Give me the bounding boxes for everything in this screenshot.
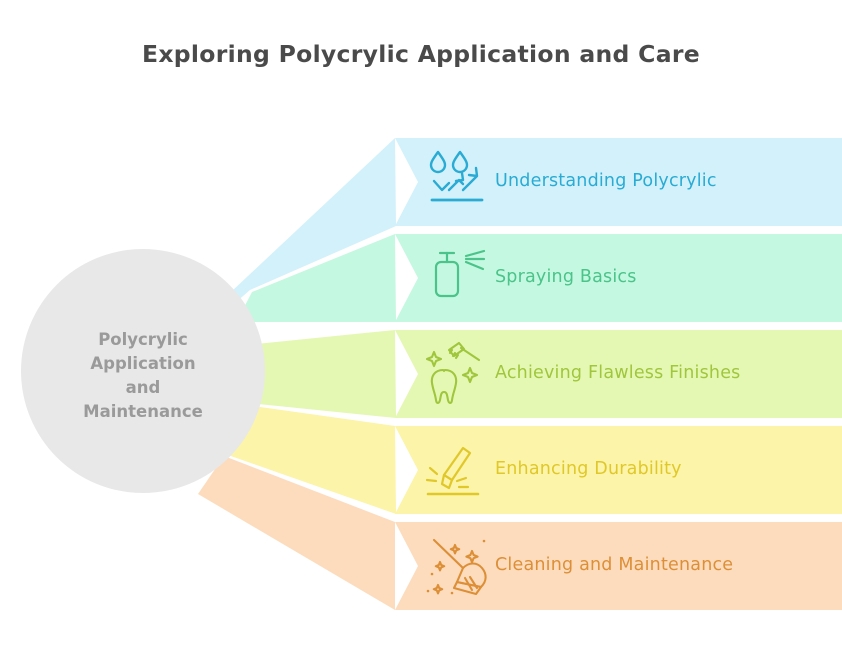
connector-group [198, 138, 396, 610]
band-label-enhancing-durability: Enhancing Durability [495, 459, 682, 479]
connector-achieving-flawless-finishes [256, 330, 396, 418]
band-group [395, 138, 842, 610]
band-label-understanding-polycrylic: Understanding Polycrylic [495, 171, 717, 191]
band-understanding-polycrylic[interactable] [395, 138, 842, 226]
band-cleaning-and-maintenance[interactable] [395, 522, 842, 610]
band-achieving-flawless-finishes[interactable] [395, 330, 842, 418]
band-spraying-basics[interactable] [395, 234, 842, 322]
center-label-line-3: and [126, 378, 161, 397]
center-label-line-2: Application [90, 354, 195, 373]
connector-spraying-basics [226, 234, 396, 342]
center-node[interactable]: Polycrylic Application and Maintenance [21, 249, 265, 493]
center-label-line-1: Polycrylic [98, 330, 188, 349]
connector-cleaning-and-maintenance [198, 456, 395, 610]
water-repellent-icon [429, 150, 484, 202]
center-label-line-4: Maintenance [83, 402, 203, 421]
band-label-achieving-flawless-finishes: Achieving Flawless Finishes [495, 363, 741, 383]
band-label-spraying-basics: Spraying Basics [495, 267, 637, 287]
band-enhancing-durability[interactable] [395, 426, 842, 514]
center-circle [21, 249, 265, 493]
broom-sparkle-icon [426, 538, 487, 596]
page-title: Exploring Polycrylic Application and Car… [141, 40, 700, 68]
connector-understanding-polycrylic [212, 138, 396, 323]
spray-bottle-icon [434, 249, 486, 298]
band-label-cleaning-and-maintenance: Cleaning and Maintenance [495, 555, 734, 575]
brush-stroke-icon [425, 446, 480, 496]
connector-enhancing-durability [225, 406, 396, 514]
tooth-sparkle-icon [425, 341, 481, 405]
